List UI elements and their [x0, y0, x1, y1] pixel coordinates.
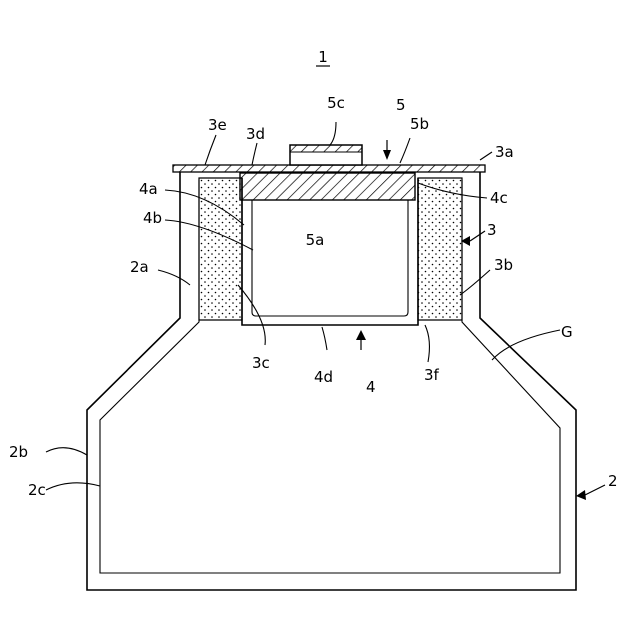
- figure-number: 1: [318, 48, 328, 66]
- label-3a: 3a: [495, 143, 514, 161]
- label-4a: 4a: [139, 180, 158, 198]
- label-4c: 4c: [490, 189, 508, 207]
- tab-5c-hatch: [290, 145, 362, 152]
- label-2b: 2b: [9, 443, 28, 461]
- top-plate: [173, 165, 485, 172]
- label-G: G: [561, 323, 573, 341]
- label-3: 3: [487, 221, 497, 239]
- inner-cup-inner: [252, 200, 408, 316]
- label-2: 2: [608, 472, 618, 490]
- label-3c: 3c: [252, 354, 270, 372]
- plug-5a: [240, 173, 415, 200]
- label-3b: 3b: [494, 256, 513, 274]
- label-3f: 3f: [424, 366, 440, 384]
- label-4: 4: [366, 378, 376, 396]
- cap-body-left: [199, 178, 242, 320]
- label-5b: 5b: [410, 115, 429, 133]
- label-5c: 5c: [327, 94, 345, 112]
- label-2c: 2c: [28, 481, 46, 499]
- cap-body-right: [418, 178, 462, 320]
- label-2a: 2a: [130, 258, 149, 276]
- label-5: 5: [396, 96, 406, 114]
- label-3d: 3d: [246, 125, 265, 143]
- label-5a: 5a: [306, 231, 325, 249]
- label-3e: 3e: [208, 116, 227, 134]
- label-4d: 4d: [314, 368, 333, 386]
- label-4b: 4b: [143, 209, 162, 227]
